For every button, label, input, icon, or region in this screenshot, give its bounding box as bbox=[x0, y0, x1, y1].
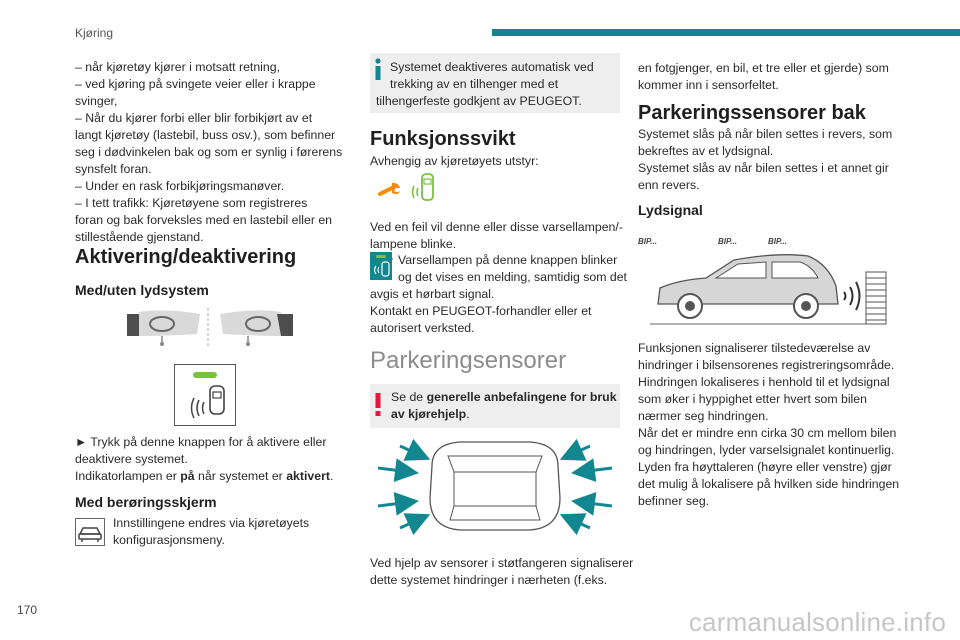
warning-box: Se de generelle anbefalingene for bruk a… bbox=[370, 384, 620, 428]
text-run: Indikatorlampen er bbox=[75, 469, 181, 483]
equipment-note: Avhengig av kjøretøyets utstyr: bbox=[370, 154, 539, 168]
list-line: seg i dødvinkelen bak og som er synlig i… bbox=[75, 145, 343, 159]
list-line: stillestående gjenstand. bbox=[75, 230, 204, 244]
text-line: ► Trykk på denne knappen for å aktivere … bbox=[75, 435, 327, 449]
park-assist-button-icon bbox=[174, 364, 236, 426]
blink-and-contact-text: avgis et hørbart signal. Kontakt en PEUG… bbox=[370, 286, 625, 337]
text-line: Systemet slås av når bilen settes i et a… bbox=[638, 161, 889, 175]
running-header: Kjøring bbox=[75, 26, 114, 40]
bip-label: BIP... bbox=[718, 237, 737, 246]
audible-signal-text: Funksjonen signaliserer tilstedeværelse … bbox=[638, 340, 900, 510]
text-line: Se de generelle anbefalingene for bruk bbox=[391, 389, 617, 406]
text-run: . bbox=[329, 469, 334, 483]
dashboard-button-illustration bbox=[125, 306, 295, 348]
text-line: bekreftes av et lydsignal. bbox=[638, 144, 774, 158]
bip-label: BIP... bbox=[638, 237, 657, 246]
text-line: Varsellampen på denne knappen blinker bbox=[398, 253, 618, 267]
text-bold: aktivert bbox=[286, 469, 330, 483]
info-text-indented: Systemet deaktiveres automatisk ved trek… bbox=[390, 59, 594, 93]
text-bold: av kjørehjelp bbox=[391, 407, 467, 421]
list-line: – når kjøretøy kjører i motsatt retning, bbox=[75, 60, 281, 74]
list-line: – I tett trafikk: Kjøretøyene som regist… bbox=[75, 196, 308, 210]
press-instructions: ► Trykk på denne knappen for å aktivere … bbox=[75, 434, 350, 485]
warning-text: Se de generelle anbefalingene for bruk a… bbox=[391, 389, 617, 423]
text-line: Ved en feil vil denne eller disse varsel… bbox=[370, 220, 623, 234]
subheading-touchscreen: Med berøringsskjerm bbox=[75, 494, 217, 510]
text-line: Innstillingene endres via kjøretøyets bbox=[113, 516, 310, 530]
text-line: Systemet deaktiveres automatisk ved bbox=[390, 60, 594, 74]
subheading-audio-system: Med/uten lydsystem bbox=[75, 282, 209, 298]
text-line: Kontakt en PEUGEOT-forhandler eller et bbox=[370, 304, 592, 318]
text-line: som øker i hyppighet etter hvert som bil… bbox=[638, 392, 867, 406]
header-accent-bar bbox=[492, 29, 960, 36]
list-line: – Når du kjører forbi eller blir forbikj… bbox=[75, 111, 313, 125]
info-text: tilhengerfeste godkjent av PEUGEOT. bbox=[376, 94, 582, 108]
text-line: Lyden fra høyttaleren (høyre eller venst… bbox=[638, 460, 892, 474]
text-line: og det vises en melding, samtidig som de… bbox=[398, 270, 627, 284]
blink-text-indented: Varsellampen på denne knappen blinker og… bbox=[398, 252, 628, 286]
text-line: nærmer seg hindringen. bbox=[638, 409, 769, 423]
heading-activation: Aktivering/deaktivering bbox=[75, 246, 297, 268]
text-line: det mulig å lokalisere på hvilken side h… bbox=[638, 477, 900, 491]
info-box: Systemet deaktiveres automatisk ved trek… bbox=[370, 53, 620, 113]
text-line: befinner seg. bbox=[638, 494, 710, 508]
list-line: foran og bak forveksles med en lastebil … bbox=[75, 213, 333, 227]
text-line: Systemet slås på når bilen settes i reve… bbox=[638, 127, 893, 141]
indicator-line: Indikatorlampen er på når systemet er ak… bbox=[75, 468, 350, 485]
list-line: langt kjøretøy (lastebil, buss osv.), so… bbox=[75, 128, 336, 142]
text-run: . bbox=[466, 407, 470, 421]
text-line: deaktivere systemet. bbox=[75, 452, 188, 466]
subheading-audible-signal: Lydsignal bbox=[638, 202, 703, 218]
park-assist-icon bbox=[408, 172, 436, 202]
heading-parking-sensors: Parkeringsensorer bbox=[370, 347, 567, 374]
text-line: kommer inn i sensorfeltet. bbox=[638, 78, 779, 92]
conditions-list: – når kjøretøy kjører i motsatt retning,… bbox=[75, 59, 350, 246]
text-line: en fotgjenger, en bil, et tre eller et g… bbox=[638, 61, 889, 75]
list-line: – Under en rask forbikjøringsmanøver. bbox=[75, 179, 285, 193]
text-line: trekking av en tilhenger med et bbox=[390, 77, 559, 91]
heading-malfunction: Funksjonssvikt bbox=[370, 128, 516, 150]
heading-rear-parking-sensors: Parkeringssensorer bak bbox=[638, 102, 866, 124]
text-line: Når det er mindre enn cirka 30 cm mellom… bbox=[638, 426, 897, 440]
text-run: når systemet er bbox=[194, 469, 287, 483]
list-line: – ved kjøring på svingete veier eller i … bbox=[75, 77, 316, 91]
text-line: enn revers. bbox=[638, 178, 700, 192]
rear-sensors-text: Systemet slås på når bilen settes i reve… bbox=[638, 126, 900, 194]
parking-sensors-car-diagram bbox=[370, 436, 620, 536]
text-bold: generelle anbefalingene for bruk bbox=[426, 390, 617, 404]
text-line: lampene blinke. bbox=[370, 237, 457, 251]
text-line: Hindringen lokaliseres i henhold til et … bbox=[638, 375, 890, 389]
button-warning-lamp-icon bbox=[370, 252, 392, 280]
text-run: Se de bbox=[391, 390, 427, 404]
watermark: carmanualsonline.info bbox=[688, 607, 946, 637]
text-line: avgis et hørbart signal. bbox=[370, 287, 495, 301]
list-line: svinger, bbox=[75, 94, 118, 108]
text-line: av kjørehjelp. bbox=[391, 406, 617, 423]
bip-label: BIP... bbox=[768, 237, 787, 246]
sensors-description: Ved hjelp av sensorer i støtfangeren sig… bbox=[370, 555, 634, 589]
text-bold: på bbox=[180, 469, 195, 483]
warning-icon bbox=[370, 390, 390, 420]
touchscreen-text: Innstillingene endres via kjøretøyets ko… bbox=[113, 515, 348, 549]
text-line: Ved hjelp av sensorer i støtfangeren sig… bbox=[370, 556, 634, 570]
touchscreen-car-icon bbox=[75, 518, 105, 546]
wrench-icon bbox=[376, 174, 406, 202]
text-line: Funksjonen signaliserer tilstedeværelse … bbox=[638, 341, 871, 355]
text-line: dette systemet hindringer i nærheten (f.… bbox=[370, 573, 608, 587]
page-number: 170 bbox=[17, 603, 38, 617]
text-line: og hindringen, lyder varselsignalet kont… bbox=[638, 443, 895, 457]
text-line: konfigurasjonsmeny. bbox=[113, 533, 225, 547]
fault-text: Ved en feil vil denne eller disse varsel… bbox=[370, 219, 625, 270]
text-line: autorisert verksted. bbox=[370, 321, 475, 335]
info-icon bbox=[370, 53, 390, 83]
list-line: synsfelt foran. bbox=[75, 162, 152, 176]
sensors-continued: en fotgjenger, en bil, et tre eller et g… bbox=[638, 60, 900, 94]
audible-signal-illustration: BIP... BIP... BIP... bbox=[638, 234, 888, 330]
text-line: hindringer i bilsensorenes registrerings… bbox=[638, 358, 895, 372]
